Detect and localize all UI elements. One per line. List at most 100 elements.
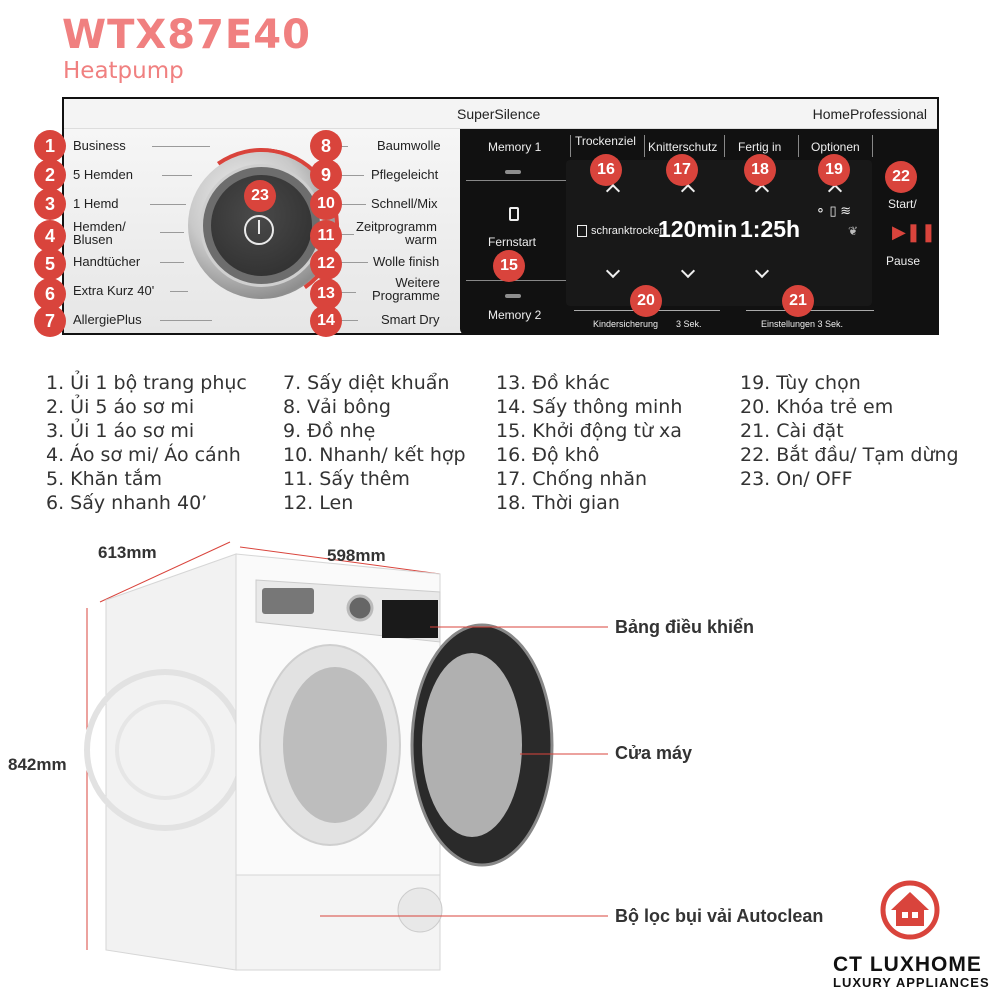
legend-item: 21. Cài đặt <box>740 420 844 442</box>
play-pause-icon[interactable]: ▶❚❚ <box>892 222 937 242</box>
tab-optionen[interactable]: Optionen <box>811 140 860 154</box>
legend-column-1: 1. Ủi 1 bộ trang phục 2. Ủi 5 áo sơ mi 3… <box>46 371 247 515</box>
program-weitere[interactable]: Weitere Programme <box>372 275 440 303</box>
callout-filter: Bộ lọc bụi vải Autoclean <box>615 906 824 926</box>
depth-dimension-line <box>99 541 231 603</box>
program-5-hemden[interactable]: 5 Hemden <box>73 167 133 182</box>
pause-label[interactable]: Pause <box>886 254 921 268</box>
legend-item: 16. Độ khô <box>496 444 600 466</box>
tab-knitterschutz[interactable]: Knitterschutz <box>648 140 718 154</box>
legend-column-4: 19. Tùy chọn 20. Khóa trẻ em 21. Cài đặt… <box>740 371 959 491</box>
legend-item: 8. Vải bông <box>283 396 391 418</box>
badge-7: 7 <box>34 305 66 337</box>
program-1-hemd[interactable]: 1 Hemd <box>73 196 119 211</box>
logo-name: CT LUXHOME <box>833 953 982 976</box>
tab-divider <box>644 135 645 157</box>
badge-20: 20 <box>630 285 662 317</box>
program-leader-line <box>160 262 184 263</box>
badge-9: 9 <box>310 159 342 191</box>
legend-item: 13. Đồ khác <box>496 372 610 394</box>
program-hemden-blusen[interactable]: Hemden/ Blusen <box>73 219 126 247</box>
dryer-vent-grille <box>397 887 443 933</box>
program-baumwolle[interactable]: Baumwolle <box>377 138 441 153</box>
program-schnell-mix[interactable]: Schnell/Mix <box>371 196 438 211</box>
leaf-icon: ❦ <box>848 224 859 238</box>
badge-1: 1 <box>34 130 66 162</box>
badge-3: 3 <box>34 188 66 220</box>
remote-start-icon <box>509 207 519 221</box>
program-leader-line <box>338 234 354 235</box>
program-leader-line <box>162 175 192 176</box>
legend-item: 9. Đồ nhẹ <box>283 420 376 442</box>
dryer-panel-display <box>382 600 438 638</box>
badge-18: 18 <box>744 154 776 186</box>
logo-tagline: LUXURY APPLIANCES <box>833 975 990 990</box>
width-dimension-line <box>239 546 441 575</box>
legend-item: 23. On/ OFF <box>740 468 853 490</box>
dimension-width: 598mm <box>327 546 386 565</box>
program-leader-line <box>334 262 368 263</box>
program-zeitprogramm[interactable]: Zeitprogramm warm <box>356 219 437 247</box>
badge-5: 5 <box>34 248 66 280</box>
divider-line <box>466 280 566 281</box>
tab-trockenziel[interactable]: Trockenziel <box>575 134 636 148</box>
badge-19: 19 <box>818 154 850 186</box>
ctluxhome-logo-icon <box>880 880 940 940</box>
legend-column-3: 13. Đồ khác 14. Sấy thông minh 15. Khởi … <box>496 371 682 515</box>
settings-label[interactable]: Einstellungen 3 Sek. <box>761 319 844 329</box>
badge-17: 17 <box>666 154 698 186</box>
program-leader-line <box>160 232 184 233</box>
badge-16: 16 <box>590 154 622 186</box>
dryer-door-glass <box>422 653 522 837</box>
legend-item: 12. Len <box>283 492 354 514</box>
legend-item: 18. Thời gian <box>496 492 620 514</box>
legend-item: 5. Khăn tắm <box>46 468 162 490</box>
badge-11: 11 <box>310 220 342 252</box>
fernstart-button[interactable]: Fernstart <box>488 235 537 249</box>
badge-23: 23 <box>244 180 276 212</box>
program-wolle-finish[interactable]: Wolle finish <box>373 254 440 269</box>
program-extra-kurz[interactable]: Extra Kurz 40' <box>73 283 155 298</box>
legend-item: 20. Khóa trẻ em <box>740 396 894 418</box>
panel-top-strip: SuperSilence HomeProfessional <box>64 99 937 129</box>
memory-1-indicator <box>505 170 521 174</box>
program-leader-line <box>336 204 366 205</box>
program-business[interactable]: Business <box>73 138 126 153</box>
legend-item: 1. Ủi 1 bộ trang phục <box>46 372 247 394</box>
model-title: WTX87E40 <box>62 12 311 58</box>
tab-fertig-in[interactable]: Fertig in <box>738 140 782 154</box>
legend-item: 7. Sấy diệt khuẩn <box>283 372 450 394</box>
legend-item: 3. Ủi 1 áo sơ mi <box>46 420 195 442</box>
start-label[interactable]: Start/ <box>888 197 917 211</box>
program-smart-dry[interactable]: Smart Dry <box>381 312 440 327</box>
badge-6: 6 <box>34 278 66 310</box>
child-lock-label[interactable]: Kindersicherung <box>593 319 659 329</box>
badge-14: 14 <box>310 305 342 337</box>
dryer-display-window <box>262 588 314 614</box>
program-allergieplus[interactable]: AllergiePlus <box>73 312 142 327</box>
wardrobe-icon <box>577 225 587 237</box>
display-duration: 120min <box>658 216 738 242</box>
tab-divider <box>798 135 799 157</box>
program-leader-line <box>330 175 364 176</box>
dimension-depth: 613mm <box>98 543 157 562</box>
badge-4: 4 <box>34 220 66 252</box>
program-pflegeleicht[interactable]: Pflegeleicht <box>371 167 439 182</box>
dryer-illustration <box>84 541 608 971</box>
wifi-icon: ⚬ ▯ ≋ <box>815 203 852 218</box>
memory-1-button[interactable]: Memory 1 <box>488 140 542 154</box>
brand-homeprofessional: HomeProfessional <box>812 106 927 122</box>
memory-2-button[interactable]: Memory 2 <box>488 308 542 322</box>
tab-divider <box>872 135 873 157</box>
display-screen <box>566 160 872 306</box>
badge-15: 15 <box>493 250 525 282</box>
legend-item: 6. Sấy nhanh 40’ <box>46 492 208 514</box>
model-subtitle: Heatpump <box>63 58 184 84</box>
badge-12: 12 <box>310 248 342 280</box>
legend-item: 11. Sấy thêm <box>283 468 410 490</box>
legend-item: 17. Chống nhăn <box>496 468 648 490</box>
program-handtucher[interactable]: Handtücher <box>73 254 141 269</box>
tab-divider <box>724 135 725 157</box>
program-leader-line <box>170 291 188 292</box>
legend-item: 14. Sấy thông minh <box>496 396 683 418</box>
